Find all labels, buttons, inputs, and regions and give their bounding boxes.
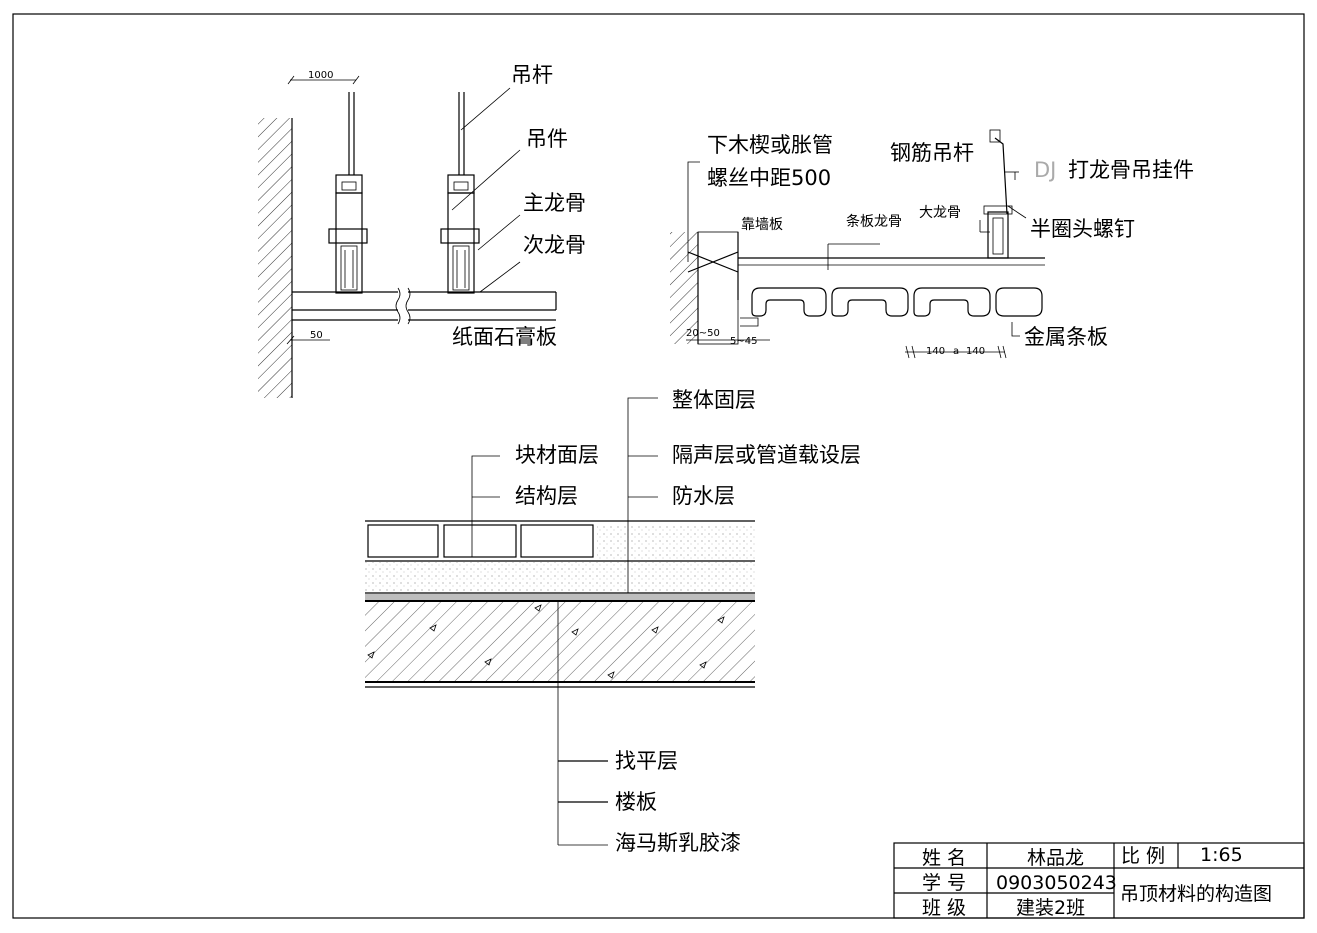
tile-block: [367, 524, 439, 558]
label-screw-spacing: 螺丝中距500: [707, 166, 831, 190]
label-main-keel: 主龙骨: [523, 191, 586, 215]
dim-20-50: 20~50: [686, 328, 720, 339]
metal-strip-ceiling-detail: 下木楔或胀管 螺丝中距500 钢筋吊杆 DJ 打龙骨吊挂件 靠墙板 条板龙骨 大…: [670, 129, 1194, 359]
drawing-title: 吊顶材料的构造图: [1120, 883, 1272, 905]
wall-hatch-right: [670, 232, 698, 344]
sheet-border: [12, 13, 1305, 919]
label-hanger-rod: 吊杆: [511, 63, 553, 87]
label-metal-strip: 金属条板: [1024, 325, 1108, 349]
tile-block: [443, 524, 517, 558]
label-dj-text: 打龙骨吊挂件: [1068, 158, 1194, 182]
dim-top: 1000: [308, 70, 333, 81]
label-leveling: 找平层: [615, 749, 678, 773]
gypsum-ceiling-detail: 1000 50: [258, 63, 586, 398]
dim-a: a: [953, 346, 959, 357]
label-waterproof: 防水层: [672, 484, 735, 508]
label-big-keel: 大龙骨: [919, 205, 961, 221]
dim-5-45: 5~45: [730, 336, 757, 347]
label-integral: 整体固层: [672, 388, 756, 412]
dim-140-b: 140: [966, 346, 985, 357]
tile-block: [520, 524, 594, 558]
floor-section-detail: 整体固层 块材面层 隔声层或管道载设层 结构层 防水层 找平层 楼板 海马斯乳胶…: [365, 388, 861, 855]
label-screw: 半圈头螺钉: [1030, 217, 1135, 241]
dim-bottom: 50: [310, 330, 323, 341]
label-wall-board: 靠墙板: [741, 217, 783, 233]
label-gypsum: 纸面石膏板: [452, 325, 557, 349]
id-value: 0903050243: [996, 872, 1117, 894]
label-dj: DJ: [1034, 158, 1056, 182]
label-strip-keel: 条板龙骨: [846, 213, 902, 230]
title-block: 姓 名 林品龙 学 号 0903050243 班 级 建装2班 比 例 1:65…: [893, 842, 1305, 919]
scale-value: 1:65: [1200, 844, 1243, 866]
id-label: 学 号: [922, 872, 966, 894]
label-secondary-keel: 次龙骨: [523, 233, 586, 257]
label-steel-rod: 钢筋吊杆: [890, 141, 974, 165]
label-slab: 楼板: [615, 790, 657, 814]
wall-hatch: [258, 118, 292, 398]
label-hanger: 吊件: [526, 127, 568, 151]
label-paint: 海马斯乳胶漆: [615, 831, 741, 855]
class-label: 班 级: [922, 897, 966, 919]
label-sound: 隔声层或管道载设层: [672, 443, 861, 467]
name-label: 姓 名: [922, 847, 966, 869]
label-structure: 结构层: [515, 484, 578, 508]
label-plug: 下木楔或胀管: [707, 133, 833, 157]
class-value: 建装2班: [1016, 897, 1085, 919]
name-value: 林品龙: [1027, 847, 1084, 869]
dim-140-a: 140: [926, 346, 945, 357]
label-block: 块材面层: [515, 443, 599, 467]
scale-label: 比 例: [1121, 845, 1165, 867]
